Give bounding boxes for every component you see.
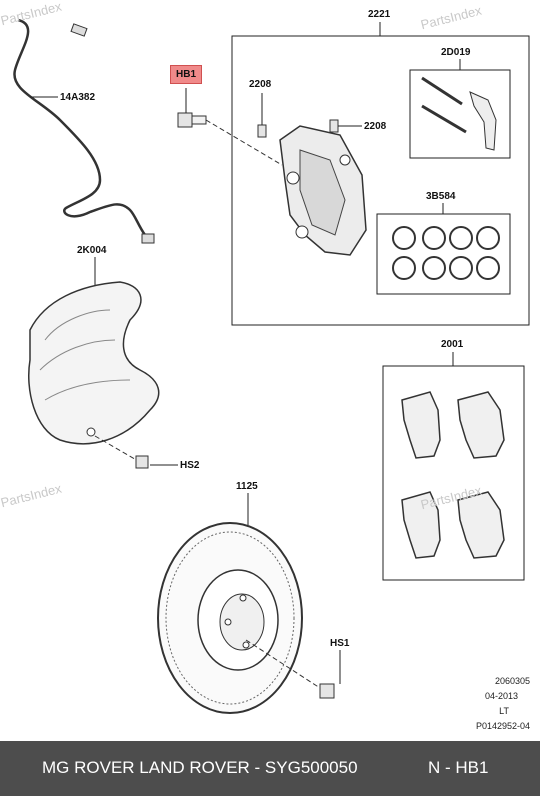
pads-box xyxy=(382,365,525,581)
diagram-code: 2060305 xyxy=(494,676,530,686)
pin-kit-box xyxy=(409,69,511,159)
label-pads: 2001 xyxy=(441,339,464,350)
label-wear-sensor: 14A382 xyxy=(60,92,96,103)
wear-sensor-cable xyxy=(13,18,147,236)
splash-shield xyxy=(28,281,160,445)
footer-brand: MG ROVER LAND ROVER - SYG500050 xyxy=(42,758,358,777)
diagram-ref: P0142952-04 xyxy=(475,721,530,731)
label-disc: 1125 xyxy=(236,481,258,492)
parts-diagram xyxy=(13,18,530,714)
label-shield-bolt: HS2 xyxy=(180,460,200,471)
label-bleed-screw-right: 2208 xyxy=(364,121,387,132)
diagram-date: 04-2013 xyxy=(484,691,518,701)
label-highlighted-bolt[interactable]: HB1 xyxy=(170,65,203,84)
footer-ref: N - HB1 xyxy=(428,758,489,777)
bolt-hb1 xyxy=(177,88,207,128)
label-caliper-group: 2221 xyxy=(368,9,391,20)
label-bleed-screw-left: 2208 xyxy=(249,79,272,90)
footer-bar: MG ROVER LAND ROVER - SYG500050 N - HB1 xyxy=(0,741,540,796)
diagram-side: LT xyxy=(499,706,509,716)
seal-kit-box xyxy=(376,213,511,295)
label-seal-kit: 3B584 xyxy=(426,191,456,202)
label-splash-shield: 2K004 xyxy=(77,245,107,256)
brake-disc xyxy=(157,522,303,714)
label-pin-kit: 2D019 xyxy=(441,47,471,58)
label-disc-screw: HS1 xyxy=(330,638,350,649)
seal-rings xyxy=(392,226,500,280)
caliper-group-box xyxy=(231,35,530,326)
brake-pads xyxy=(401,391,505,559)
